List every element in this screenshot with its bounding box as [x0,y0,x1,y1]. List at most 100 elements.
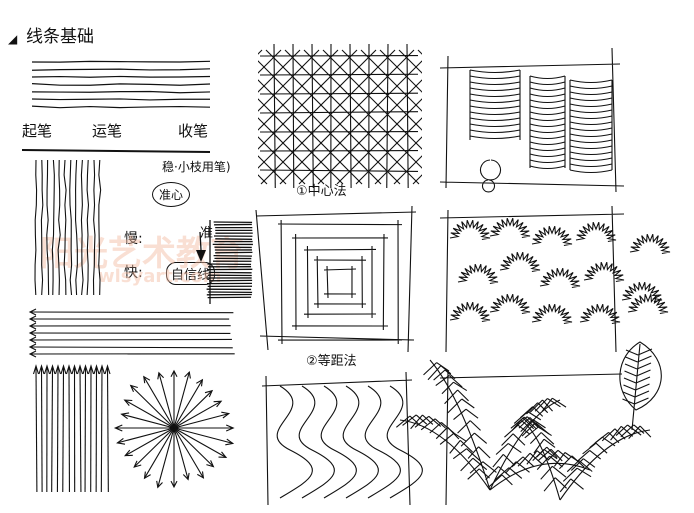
stack-stroke [569,121,613,126]
grid-diagonal [258,117,325,185]
vertical-arrow-line [35,367,38,493]
frond-leaflet [492,454,516,468]
arrow-head-icon [143,375,151,384]
vertical-line [74,159,78,296]
vertical-arrow-lines [32,364,111,493]
stack-stroke [469,99,521,104]
frond-rib [429,359,491,491]
foliage-clusters-box [439,205,671,353]
vertical-line [46,159,50,296]
grid-diagonal [258,49,301,93]
grid-diagonal [360,49,422,112]
frond-leaflet [615,424,642,436]
radial-line [173,371,190,429]
stacked-shrubs-box [439,47,625,193]
dense-hatching-block [206,220,253,304]
leaf-vein [622,397,649,405]
frond-leaflet [510,416,537,430]
vertical-arrow-line [51,367,54,493]
arrow-head-icon [218,451,228,458]
vertical-arrow-line [56,367,59,493]
stack-stroke [469,93,521,98]
stack-stroke [529,105,566,110]
stack-stroke [569,97,613,102]
frond-leaflet [429,421,455,434]
arrow-head-icon [49,364,56,375]
stack-stroke [469,87,521,92]
stack-stroke [529,93,566,98]
stack-stroke [569,145,613,150]
stack-stroke [529,159,566,164]
vertical-line [57,159,61,296]
frond-leaflet [541,397,567,412]
wavy-line [320,385,357,499]
foliage-clump [531,225,573,247]
vertical-line [40,159,44,296]
note-fast-box: 自信线 [166,262,216,285]
grid-diagonal [284,49,420,185]
stack-stroke [569,163,613,168]
frond-leaflet [533,438,556,454]
arrow-head-icon [116,437,126,445]
frond-leaflet [460,432,488,447]
arrow-head-icon [28,315,37,323]
arrow-head-icon [182,472,190,481]
vertical-lines-exercise [34,159,102,296]
grid-diagonal [379,49,422,93]
arrow-head-icon [28,343,37,351]
frond-leaflet [402,414,428,426]
frond-leaflet [420,418,446,431]
grid-diagonal [258,136,306,185]
arrow-head-icon [170,369,178,377]
square-ring [303,245,377,319]
frond-leaflet [488,474,513,488]
note-fast: 快: [124,265,143,281]
grid-vertical [386,43,389,189]
leaf-vein [623,376,651,384]
grid-diagonal [260,49,396,185]
down-arrow-icon [196,231,206,262]
stack-stroke [569,115,613,120]
frond-rib [559,429,651,501]
frame-line [439,369,623,506]
arrow-head-icon [28,350,37,358]
arrow-line [29,346,233,349]
arrow-head-icon [206,460,215,468]
foliage-clump [449,301,491,323]
grid-diagonal [322,49,422,150]
grid-diagonal [336,98,422,185]
stack-stroke [469,75,521,80]
label-start-stroke: 起笔 [22,122,53,140]
arrow-head-icon [82,364,89,375]
radial-line [173,390,213,429]
frond-leaflet [534,398,561,412]
vertical-line [51,159,55,296]
frond-leaflet [433,369,456,381]
grid-diagonal [258,98,344,185]
stack-stroke [529,99,566,104]
vertical-line [63,159,67,296]
crosshatch-grid [258,43,422,189]
grid-diagonal [258,49,358,150]
grid-horizontal [259,169,419,172]
arrow-head-icon [156,480,163,489]
stack-stroke [529,135,566,140]
radial-line [173,379,203,429]
grid-diagonal [265,49,401,185]
horizontal-line [31,83,211,86]
arrow-head-icon [184,370,191,379]
frond-leaflet [559,478,584,493]
caption-grid-method: ②等距法 [306,354,357,369]
grid-diagonal [341,49,422,131]
arrow-head-icon [225,438,235,446]
frond-leaflet [457,420,481,434]
radial-line [143,376,175,429]
radial-line [130,385,175,429]
stack-stroke [529,81,566,86]
stack-stroke [469,111,521,116]
caption-center-method: ①中心法 [296,184,347,199]
square-ring [313,255,367,309]
frond-leaflet [469,461,497,474]
grid-diagonal [258,79,363,185]
arrow-head-icon [32,364,40,375]
